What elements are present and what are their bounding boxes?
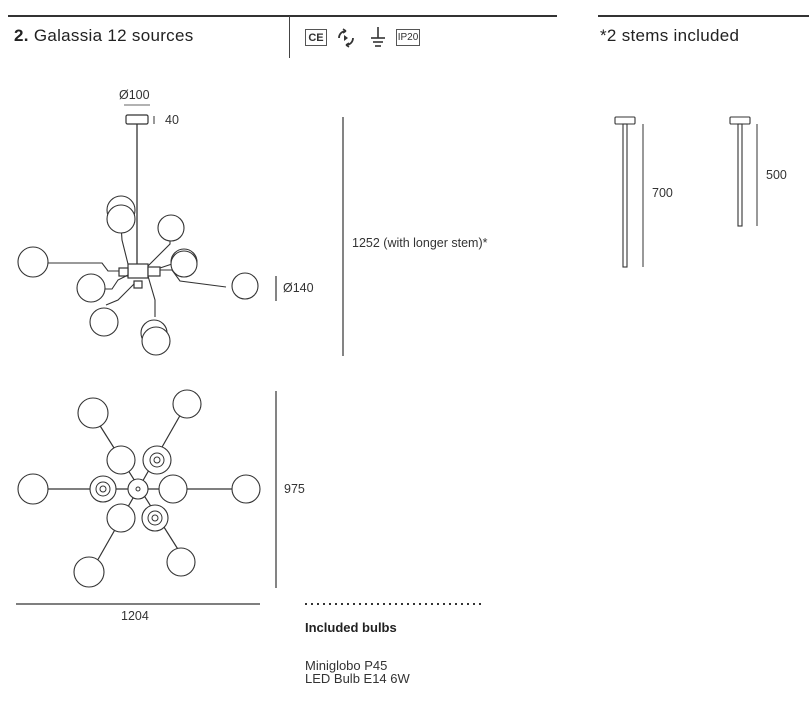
- globe-sphere: [141, 326, 171, 356]
- ground-icon: [371, 27, 385, 47]
- ce-mark-label: CE: [308, 31, 324, 44]
- ip20-icon: IP20: [396, 29, 420, 46]
- globe-spheres: [17, 195, 259, 356]
- globe-sphere: [76, 273, 106, 303]
- globe-sphere: [141, 504, 169, 532]
- globe-sphere: [158, 474, 188, 504]
- included-bulbs-title: Included bulbs: [305, 620, 397, 635]
- globe-sphere: [142, 445, 172, 475]
- bulb-model: Miniglobo P45: [305, 658, 388, 673]
- long-stem-tube: [622, 123, 628, 268]
- globe-sphere: [157, 214, 185, 242]
- globe-sphere: [17, 473, 49, 505]
- globe-sphere: [17, 246, 49, 278]
- sphere-diameter-label: Ø140: [283, 281, 314, 295]
- globe-sphere: [106, 204, 136, 234]
- long-stem-label: 700: [652, 186, 673, 200]
- globe-sphere: [106, 445, 136, 475]
- section-number: 2.: [14, 26, 29, 45]
- header-divider: [289, 16, 290, 58]
- plan-depth-label: 975: [284, 482, 305, 496]
- globe-sphere: [166, 547, 196, 577]
- globe-sphere: [172, 389, 202, 419]
- short-stem-tube: [737, 123, 743, 227]
- ip-rating-label: IP20: [397, 32, 419, 43]
- globe-sphere: [77, 397, 109, 429]
- globe-sphere: [170, 250, 198, 278]
- plan-width-label: 1204: [121, 609, 149, 623]
- plan-globes: [17, 389, 261, 588]
- header-rule-left: [8, 15, 557, 17]
- section-heading: 2. Galassia 12 sources: [14, 26, 194, 46]
- stems-note: *2 stems included: [600, 26, 740, 45]
- globe-sphere: [73, 556, 105, 588]
- plan-hub: [127, 478, 149, 500]
- canopy-height-label: 40: [165, 113, 179, 127]
- globe-sphere: [231, 474, 261, 504]
- globe-sphere: [106, 503, 136, 533]
- canopy-diameter-label: Ø100: [119, 88, 150, 102]
- central-hub: [118, 263, 161, 289]
- section-title: Galassia 12 sources: [33, 26, 194, 45]
- bulb-spec: LED Bulb E14 6W: [305, 671, 410, 686]
- globe-sphere: [231, 272, 259, 300]
- short-stem-label: 500: [766, 168, 787, 182]
- class-ii-insulation-icon: [338, 28, 354, 48]
- ce-mark-icon: CE: [305, 29, 327, 46]
- globe-sphere: [89, 307, 119, 337]
- header-rule-right: [598, 15, 809, 17]
- total-height-label: 1252 (with longer stem)*: [352, 236, 488, 250]
- globe-sphere: [89, 475, 117, 503]
